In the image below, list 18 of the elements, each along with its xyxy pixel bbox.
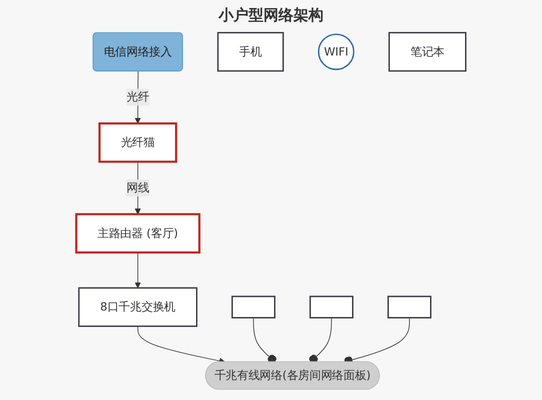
- arrow: [134, 161, 141, 214]
- node-box: 主路由器 (客厅): [75, 213, 200, 254]
- connector: [253, 317, 276, 364]
- arrow: [134, 70, 141, 124]
- edge-label: 光纤: [126, 90, 150, 104]
- node-box: 笔记本: [388, 32, 466, 72]
- node-box: [231, 296, 276, 318]
- edge-label: 网线: [126, 180, 150, 194]
- diagram-title: 小户型网络架构: [217, 6, 324, 25]
- node-box: [387, 296, 432, 318]
- arrow: [137, 326, 226, 364]
- node-box: 手机: [217, 32, 284, 72]
- connector: [309, 317, 332, 364]
- node-box: [309, 296, 354, 318]
- arrow: [134, 252, 141, 288]
- node-box: 光纤猫: [98, 122, 178, 163]
- node-circle: WIFI: [318, 34, 354, 70]
- node-box: 8口千兆交换机: [78, 287, 198, 327]
